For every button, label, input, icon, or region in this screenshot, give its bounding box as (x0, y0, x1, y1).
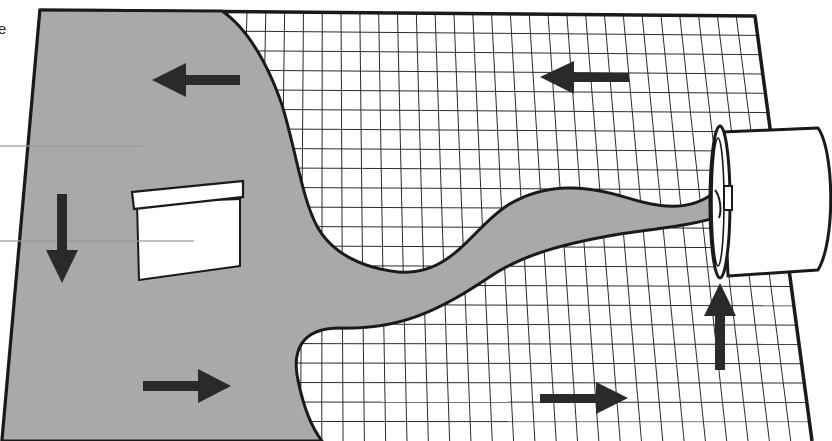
flow-arrows (46, 61, 736, 414)
arrow-down (46, 194, 78, 283)
bucket (708, 124, 832, 280)
bucket-handle-lug (723, 185, 733, 211)
poured-material (0, 8, 723, 441)
arrow-up (704, 283, 736, 370)
form-board-top-edge (130, 179, 245, 211)
arrow-right-1 (143, 369, 231, 403)
bucket-stream-mouth (714, 189, 722, 219)
bucket-body (720, 126, 832, 278)
cropped-label-text: e (0, 21, 7, 38)
leader-lines (0, 145, 194, 242)
arrow-left-1 (152, 63, 240, 97)
form-board (130, 179, 245, 282)
form-board-face (135, 197, 241, 282)
arrow-left-2 (540, 61, 629, 94)
arrow-right-2 (540, 382, 628, 414)
